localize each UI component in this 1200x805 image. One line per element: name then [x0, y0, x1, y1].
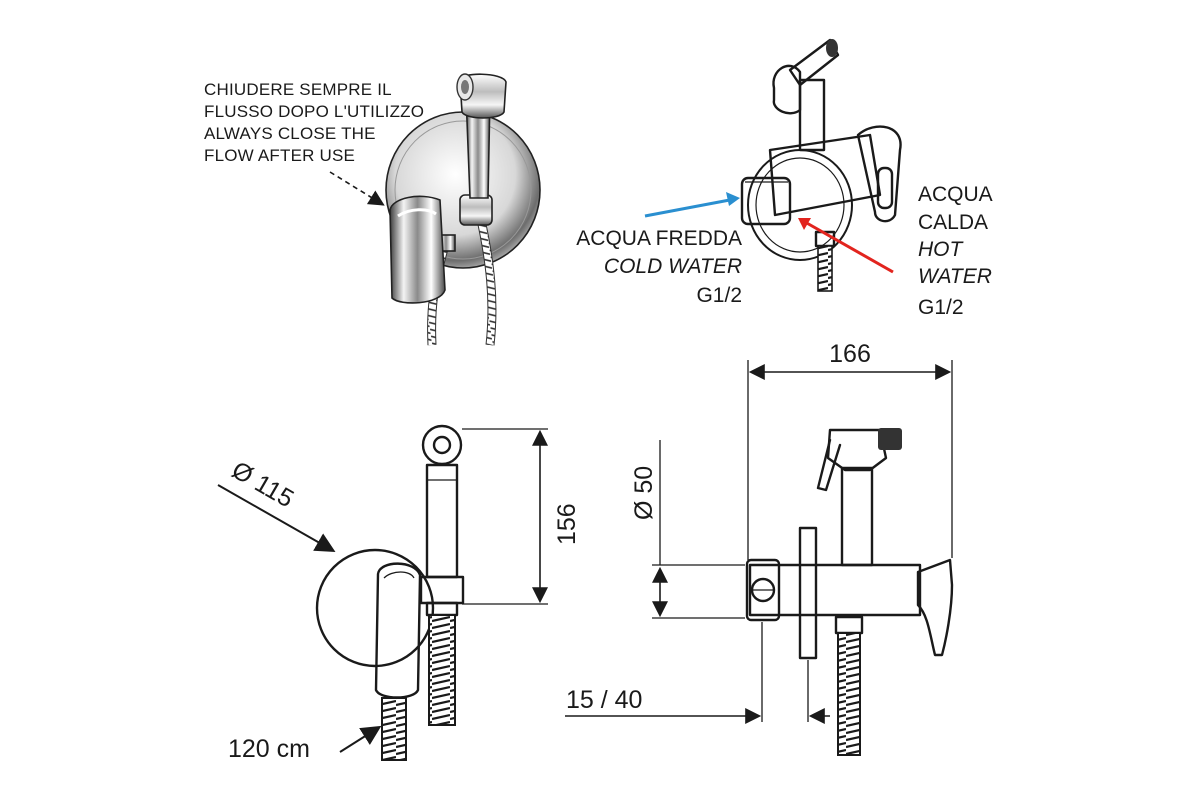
height-label: 156: [553, 503, 581, 545]
cold-label-thread: G1/2: [696, 284, 742, 307]
front-view-drawing: [217, 424, 548, 761]
hot-label-it-2: CALDA: [918, 211, 988, 234]
cold-label-it: ACQUA FREDDA: [576, 227, 742, 250]
hose-length-leader: [339, 725, 382, 753]
note-pointer-arrow: [329, 171, 385, 206]
plate-diameter-leader: [217, 484, 336, 552]
hot-water-arrow: [804, 220, 894, 274]
product-render: [329, 73, 541, 346]
hot-water-arrowhead: [798, 218, 811, 230]
body-diameter-label: Ø 50: [630, 466, 658, 520]
usage-note: CHIUDERE SEMPRE IL FLUSSO DOPO L'UTILIZZ…: [204, 80, 424, 165]
note-line-4: FLOW AFTER USE: [204, 146, 355, 165]
wall-offset-label: 15 / 40: [566, 686, 642, 714]
cold-label-en: COLD WATER: [604, 255, 742, 278]
note-line-3: ALWAYS CLOSE THE: [204, 124, 376, 143]
plate-diameter-label: Ø 115: [227, 456, 298, 513]
note-line-1: CHIUDERE SEMPRE IL: [204, 80, 392, 99]
hot-water-label: ACQUA CALDA HOT WATER G1/2: [918, 183, 993, 319]
hot-label-en-2: WATER: [918, 265, 992, 288]
hot-label-it-1: ACQUA: [918, 183, 993, 206]
hot-label-en-1: HOT: [918, 238, 965, 261]
hot-label-thread: G1/2: [918, 296, 964, 319]
cold-water-arrow: [644, 197, 736, 218]
side-view-drawing: [565, 360, 954, 756]
cold-water-arrowhead: [726, 192, 740, 206]
hose-length-label: 120 cm: [228, 735, 310, 763]
cold-water-label: ACQUA FREDDA COLD WATER G1/2: [576, 227, 742, 307]
note-line-2: FLUSSO DOPO L'UTILIZZO: [204, 102, 424, 121]
rear-view-sketch: [644, 38, 902, 292]
depth-label: 166: [829, 340, 871, 368]
